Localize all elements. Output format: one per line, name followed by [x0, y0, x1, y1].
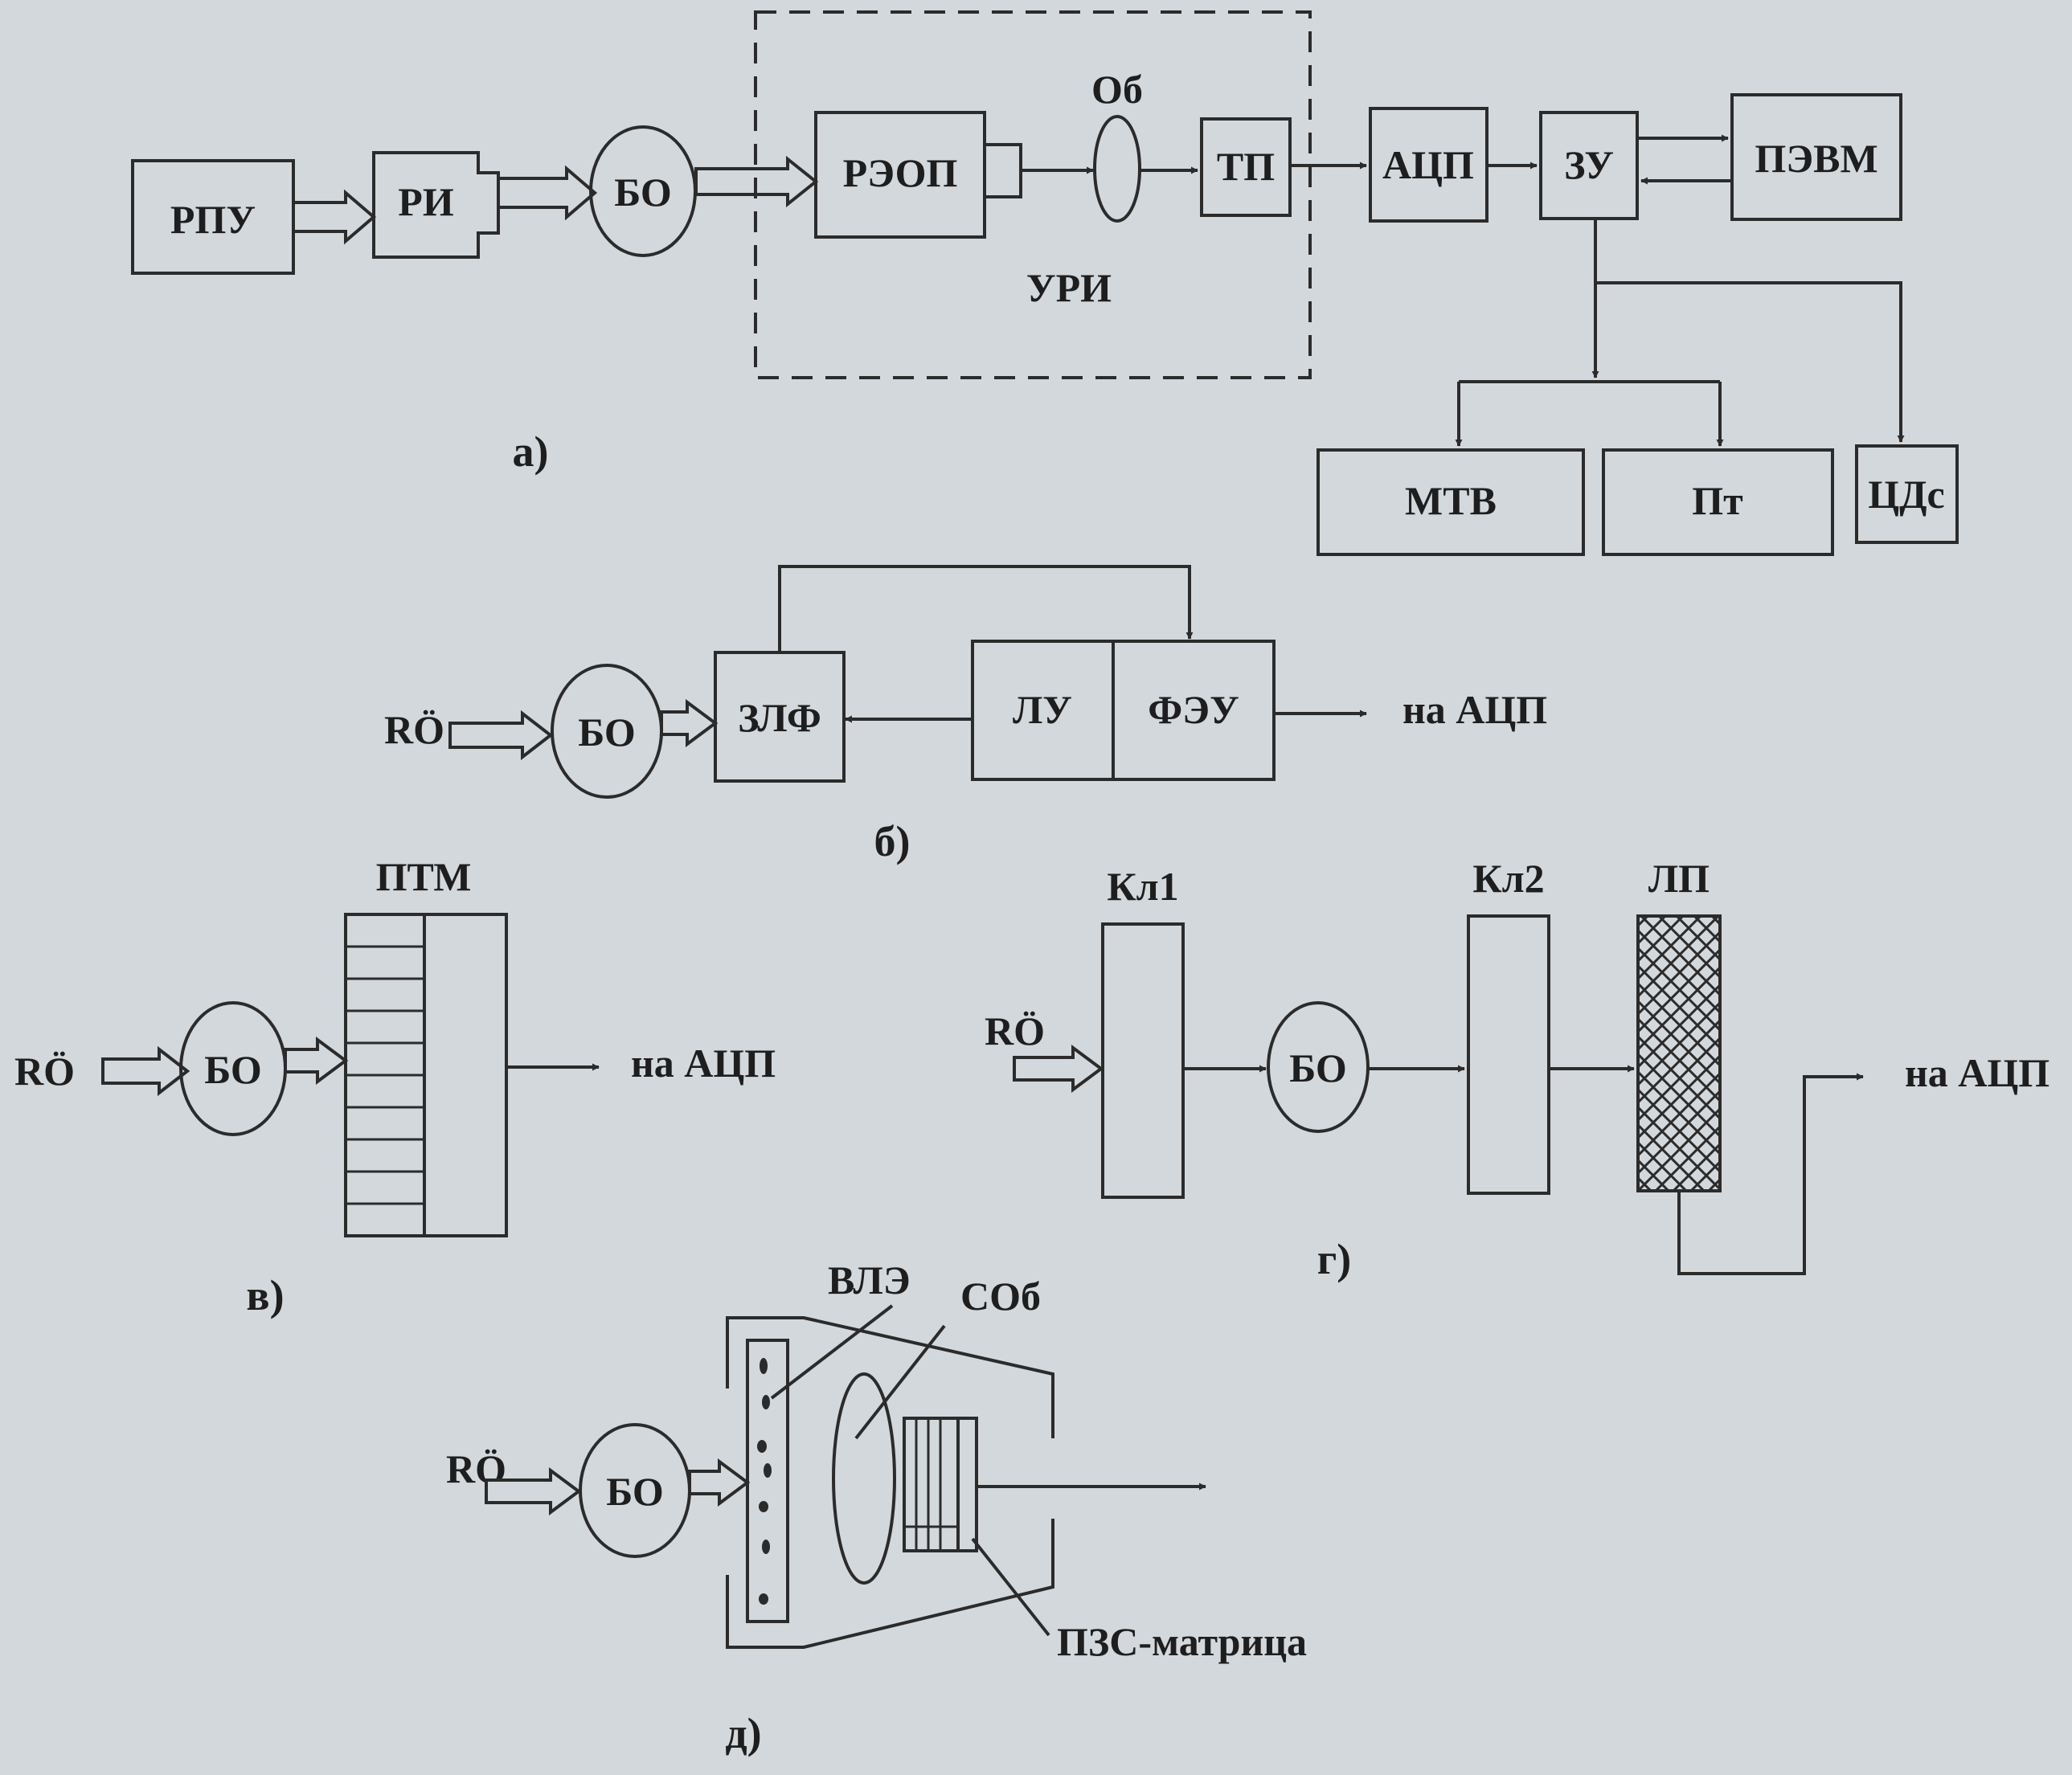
- hollow-arrow-bo-ptm: [284, 1037, 349, 1085]
- lp-hatched-block: [1636, 914, 1722, 1192]
- leader-pzs: [971, 1537, 1050, 1637]
- kl2-label: Кл2: [1472, 856, 1544, 901]
- arrow-zu-cds: [1595, 281, 1905, 443]
- pzs-cell-grid: [904, 1418, 958, 1551]
- feu-block: [1112, 640, 1276, 781]
- pt-block: [1602, 448, 1834, 556]
- vle-fibers: [757, 1358, 772, 1605]
- ptm-label: ПТМ: [376, 854, 472, 899]
- caption-d: д): [725, 1709, 761, 1757]
- vle-plate: [746, 1339, 789, 1623]
- caption-v: в): [246, 1271, 284, 1319]
- uri-frame: [754, 10, 1312, 379]
- lp-label: ЛП: [1648, 856, 1710, 901]
- hollow-arrow-rpu-ri: [292, 189, 377, 245]
- arrow-lp-out: [1677, 1073, 1864, 1275]
- sob-label: СОб: [960, 1274, 1041, 1319]
- hollow-arrow-in-v: [101, 1045, 190, 1097]
- pzs-label: ПЗС-матрица: [1057, 1619, 1307, 1664]
- bo-label-v: БО: [204, 1047, 262, 1092]
- uri-label: УРИ: [1026, 265, 1112, 310]
- kl1-label: Кл1: [1107, 864, 1178, 909]
- bo-label-a: БО: [614, 170, 672, 215]
- vle-label: ВЛЭ: [828, 1258, 911, 1303]
- output-label-g: на АЦП: [1905, 1050, 2049, 1095]
- housing-top: [726, 1316, 1054, 1438]
- input-label-v: RÖ: [14, 1049, 75, 1094]
- input-label-b: RÖ: [384, 707, 444, 752]
- acp-label: АЦП: [1382, 142, 1474, 187]
- pevm-label: ПЭВМ: [1755, 136, 1877, 181]
- zu-block: [1539, 111, 1639, 220]
- hollow-arrow-ri-bo: [497, 165, 598, 221]
- arrow-zlf-feu-feedback: [778, 565, 1194, 652]
- caption-b: б): [874, 817, 911, 865]
- zu-label: ЗУ: [1564, 142, 1614, 187]
- bo-label-d: БО: [606, 1469, 664, 1514]
- ptm-cell-grid: [346, 945, 424, 1205]
- pt-label: Пт: [1692, 478, 1742, 523]
- panel-g: RÖ Кл1 БО Кл2 ЛП на АЦП г): [985, 856, 2049, 1283]
- hollow-arrow-bo-vle: [688, 1458, 751, 1507]
- caption-a: а): [513, 427, 549, 476]
- ri-label: РИ: [398, 179, 454, 224]
- kl1-block: [1101, 922, 1185, 1199]
- tp-label: ТП: [1217, 144, 1275, 189]
- reop-output-window: [983, 143, 1022, 198]
- bo-label-b: БО: [578, 710, 636, 755]
- panel-a: РПУ РИ БО УРИ РЭОП Об ТП АЦП ЗУ: [131, 10, 1959, 556]
- housing-bottom: [726, 1519, 1054, 1649]
- panel-b: RÖ БО ЗЛФ ЛУ ФЭУ на АЦП б): [384, 565, 1547, 865]
- reop-label: РЭОП: [843, 150, 958, 195]
- leader-vle: [770, 1304, 894, 1400]
- caption-g: г): [1317, 1235, 1352, 1283]
- lu-label: ЛУ: [1013, 687, 1072, 732]
- panel-d: RÖ БО ВЛЭ: [446, 1258, 1307, 1757]
- hollow-arrow-bo-zlf: [660, 699, 719, 747]
- input-label-g: RÖ: [985, 1008, 1045, 1053]
- ri-block: [372, 151, 500, 259]
- output-label-v: на АЦП: [631, 1041, 776, 1086]
- hollow-arrow-in-g: [1013, 1045, 1104, 1093]
- sob-lens: [832, 1372, 896, 1585]
- ob-label: Об: [1091, 67, 1143, 112]
- kl2-block: [1467, 914, 1550, 1195]
- mtv-label: МТВ: [1405, 478, 1497, 523]
- hollow-arrow-in-b: [448, 710, 554, 761]
- panel-v: RÖ БО ПТМ на АЦП в): [14, 854, 776, 1319]
- zlf-label: ЗЛФ: [738, 695, 821, 740]
- cds-block: [1855, 444, 1959, 544]
- bo-label-g: БО: [1289, 1045, 1347, 1090]
- pevm-block: [1730, 93, 1902, 221]
- cds-label: ЦДс: [1868, 472, 1944, 517]
- leader-sob: [854, 1324, 946, 1440]
- mtv-block: [1316, 448, 1585, 556]
- hollow-arrow-in-d: [485, 1467, 582, 1515]
- rpu-label: РПУ: [170, 197, 256, 242]
- output-label-b: на АЦП: [1402, 687, 1547, 732]
- feu-label: ФЭУ: [1148, 687, 1239, 732]
- ob-lens: [1093, 115, 1141, 223]
